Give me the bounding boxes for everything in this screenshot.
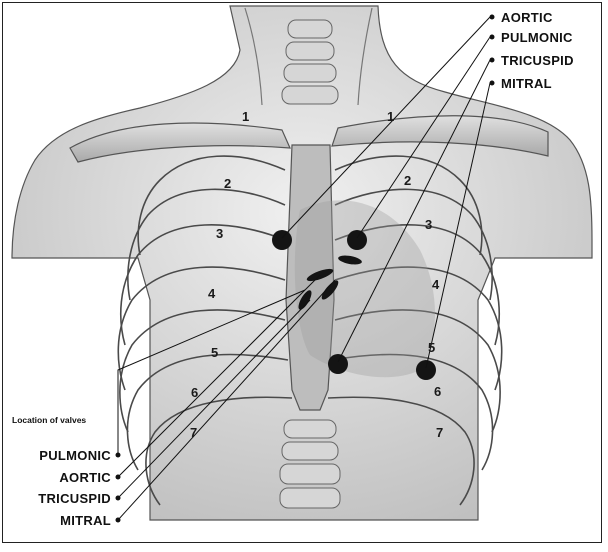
image-border bbox=[2, 2, 602, 543]
